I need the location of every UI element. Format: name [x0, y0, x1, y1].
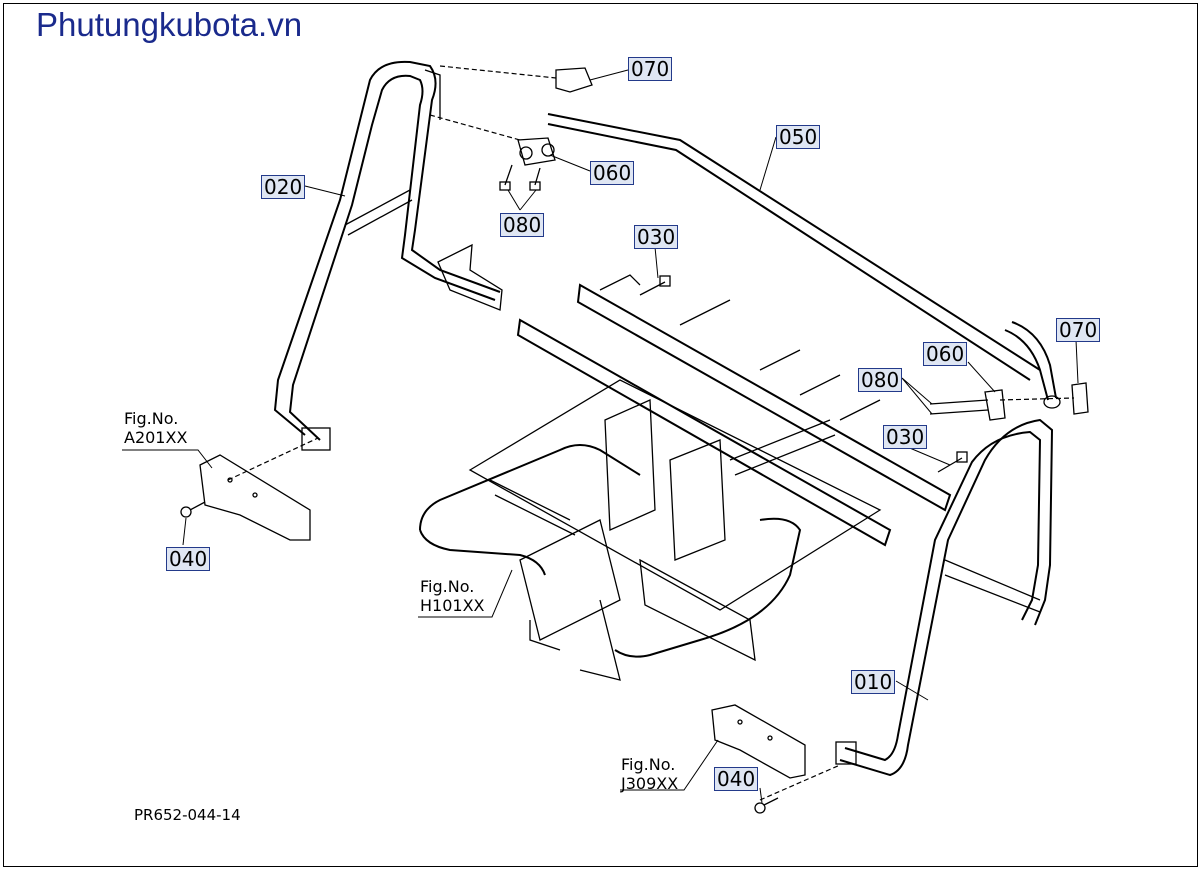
bolt-030-top	[639, 275, 671, 296]
diagram-code: PR652-044-14	[134, 806, 241, 824]
chassis-frame	[419, 274, 952, 681]
part-label-080-top[interactable]: 080	[500, 213, 545, 237]
fig-ref-a201-title: Fig.No.	[124, 409, 179, 428]
bracket-070-right	[1071, 382, 1089, 415]
fig-ref-j309[interactable]: Fig.No. J309XX	[621, 755, 678, 793]
clamp-060-right	[984, 389, 1006, 421]
fig-ref-j309-code: J309XX	[621, 774, 679, 793]
part-label-070-right[interactable]: 070	[1056, 318, 1101, 342]
part-label-070-top[interactable]: 070	[628, 57, 673, 81]
leader-lines	[122, 69, 1079, 804]
part-label-080-right[interactable]: 080	[858, 368, 903, 392]
mount-plate-left	[199, 454, 311, 541]
rops-bar-010	[835, 418, 1054, 777]
part-label-050[interactable]: 050	[776, 125, 821, 149]
part-label-060-top[interactable]: 060	[590, 161, 635, 185]
assembly-lines	[227, 65, 1075, 801]
fig-ref-j309-title: Fig.No.	[621, 755, 676, 774]
site-watermark: Phutungkubota.vn	[36, 6, 303, 43]
top-bar-050	[547, 113, 1061, 409]
fig-ref-a201-code: A201XX	[124, 428, 188, 447]
bolt-040-left	[180, 501, 206, 518]
part-label-040-left[interactable]: 040	[166, 547, 211, 571]
part-label-030-top[interactable]: 030	[634, 225, 679, 249]
fig-ref-h101[interactable]: Fig.No. H101XX	[420, 577, 485, 615]
rops-bar-020	[273, 60, 503, 451]
mount-plate-right	[711, 704, 806, 779]
part-label-030-right[interactable]: 030	[883, 425, 928, 449]
part-label-040-bottom[interactable]: 040	[714, 767, 759, 791]
fig-ref-a201[interactable]: Fig.No. A201XX	[124, 409, 187, 447]
bracket-070-top	[555, 67, 593, 93]
part-label-010[interactable]: 010	[851, 670, 896, 694]
part-label-060-right[interactable]: 060	[923, 342, 968, 366]
fig-ref-h101-title: Fig.No.	[420, 577, 475, 596]
bolts-080-top	[499, 164, 541, 191]
bolts-080-right	[929, 399, 989, 415]
bolt-040-bottom	[754, 797, 779, 814]
clamp-060-top	[517, 137, 556, 166]
fig-ref-h101-code: H101XX	[420, 596, 485, 615]
part-label-020[interactable]: 020	[261, 175, 306, 199]
drawing-frame	[3, 3, 1198, 867]
